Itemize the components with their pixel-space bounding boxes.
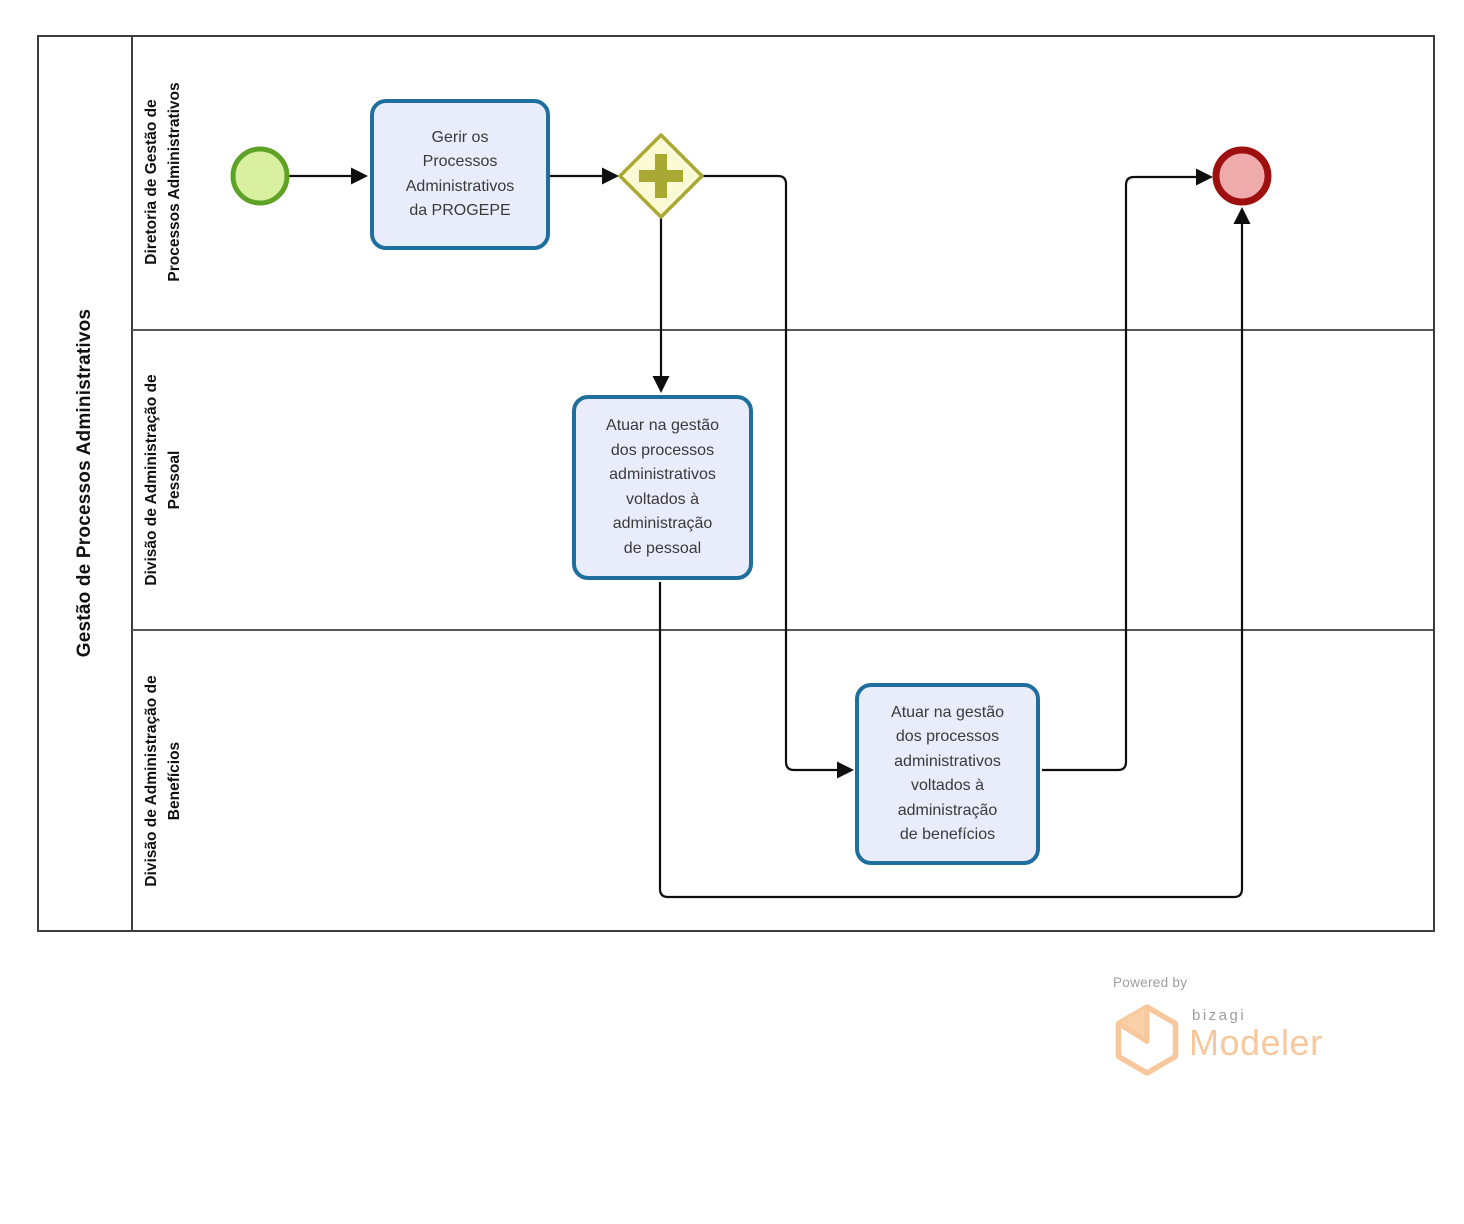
sequence-flow-pessoal-to-end[interactable] (658, 223, 1244, 899)
arrowhead-into-gateway (602, 167, 619, 185)
parallel-gateway[interactable] (618, 133, 704, 219)
bizagi-brand-text: bizagi (1192, 1007, 1247, 1024)
task-administracao-beneficios[interactable]: Atuar na gestão dos processos administra… (855, 683, 1040, 865)
parallel-plus-icon (639, 154, 683, 198)
task-gerir-processos[interactable]: Gerir os Processos Administrativos da PR… (370, 99, 550, 250)
modeler-product-text: Modeler (1189, 1022, 1323, 1063)
sequence-flow-beneficios-to-end[interactable] (1042, 175, 1197, 772)
arrowhead-into-task-beneficios (837, 761, 854, 779)
bizagi-logo-icon (1115, 1004, 1179, 1076)
arrowhead-into-task-gerir (351, 167, 368, 185)
lane-divider-2 (132, 629, 1433, 631)
sequence-flow-gateway-to-beneficios[interactable] (702, 174, 838, 772)
powered-by-text: Powered by (1113, 975, 1188, 990)
arrowhead-into-end-bottom (1233, 207, 1251, 224)
lane-divider-1 (132, 329, 1433, 331)
pool-title-divider (131, 35, 133, 932)
task-administracao-pessoal[interactable]: Atuar na gestão dos processos administra… (572, 395, 753, 580)
arrowhead-into-end-left (1196, 168, 1213, 186)
end-event[interactable] (1212, 146, 1272, 206)
arrowhead-into-task-pessoal (652, 376, 670, 393)
start-event[interactable] (230, 146, 290, 206)
